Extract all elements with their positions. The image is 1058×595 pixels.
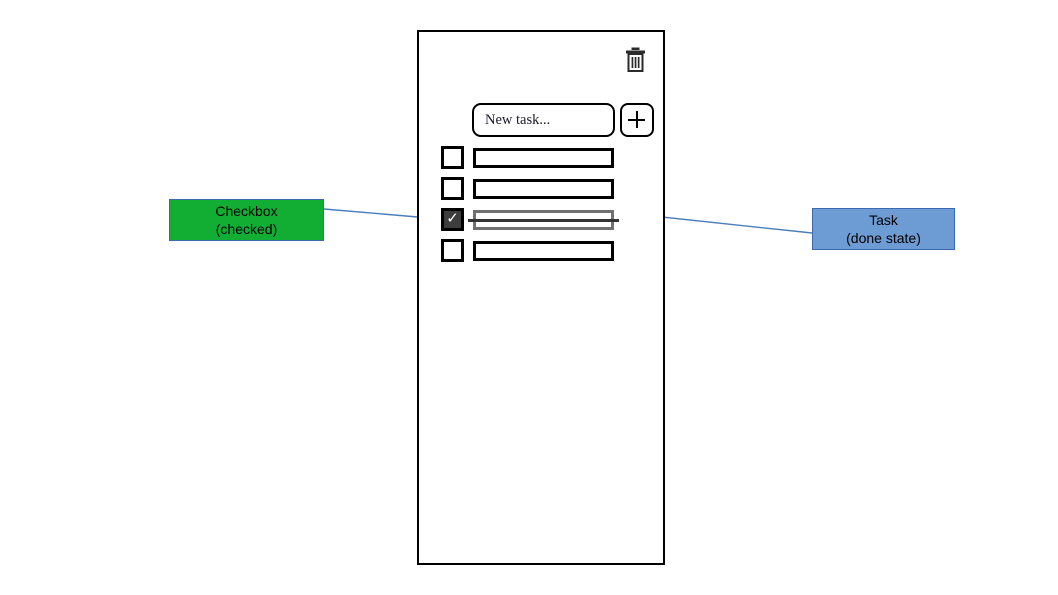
annotation-task-done-state: Task (done state) bbox=[812, 208, 955, 250]
task-text-2[interactable] bbox=[473, 179, 614, 199]
task-row bbox=[441, 146, 616, 169]
task-checkbox-2[interactable] bbox=[441, 177, 464, 200]
new-task-input[interactable]: New task... bbox=[472, 103, 615, 137]
task-text-1[interactable] bbox=[473, 148, 614, 168]
strikethrough-line bbox=[468, 219, 619, 222]
add-task-button[interactable] bbox=[620, 103, 654, 137]
task-row-done: ✓ bbox=[441, 208, 619, 231]
task-checkbox-4[interactable] bbox=[441, 239, 464, 262]
task-row bbox=[441, 177, 616, 200]
task-list: ✓ bbox=[441, 146, 619, 270]
task-checkbox-3-checked[interactable]: ✓ bbox=[441, 208, 464, 231]
annotation-line-2: (done state) bbox=[846, 230, 921, 246]
annotation-checkbox-checked: Checkbox (checked) bbox=[169, 199, 324, 241]
new-task-row: New task... bbox=[472, 103, 654, 137]
annotation-line-1: Checkbox bbox=[215, 203, 278, 219]
task-checkbox-1[interactable] bbox=[441, 146, 464, 169]
task-text-4[interactable] bbox=[473, 241, 614, 261]
task-row bbox=[441, 239, 616, 262]
trash-icon[interactable] bbox=[625, 47, 646, 72]
new-task-placeholder: New task... bbox=[485, 111, 551, 128]
plus-icon-vertical bbox=[635, 111, 638, 128]
checkmark-icon: ✓ bbox=[446, 209, 459, 227]
annotation-line-2: (checked) bbox=[215, 221, 278, 237]
annotation-line-1: Task bbox=[869, 212, 898, 228]
